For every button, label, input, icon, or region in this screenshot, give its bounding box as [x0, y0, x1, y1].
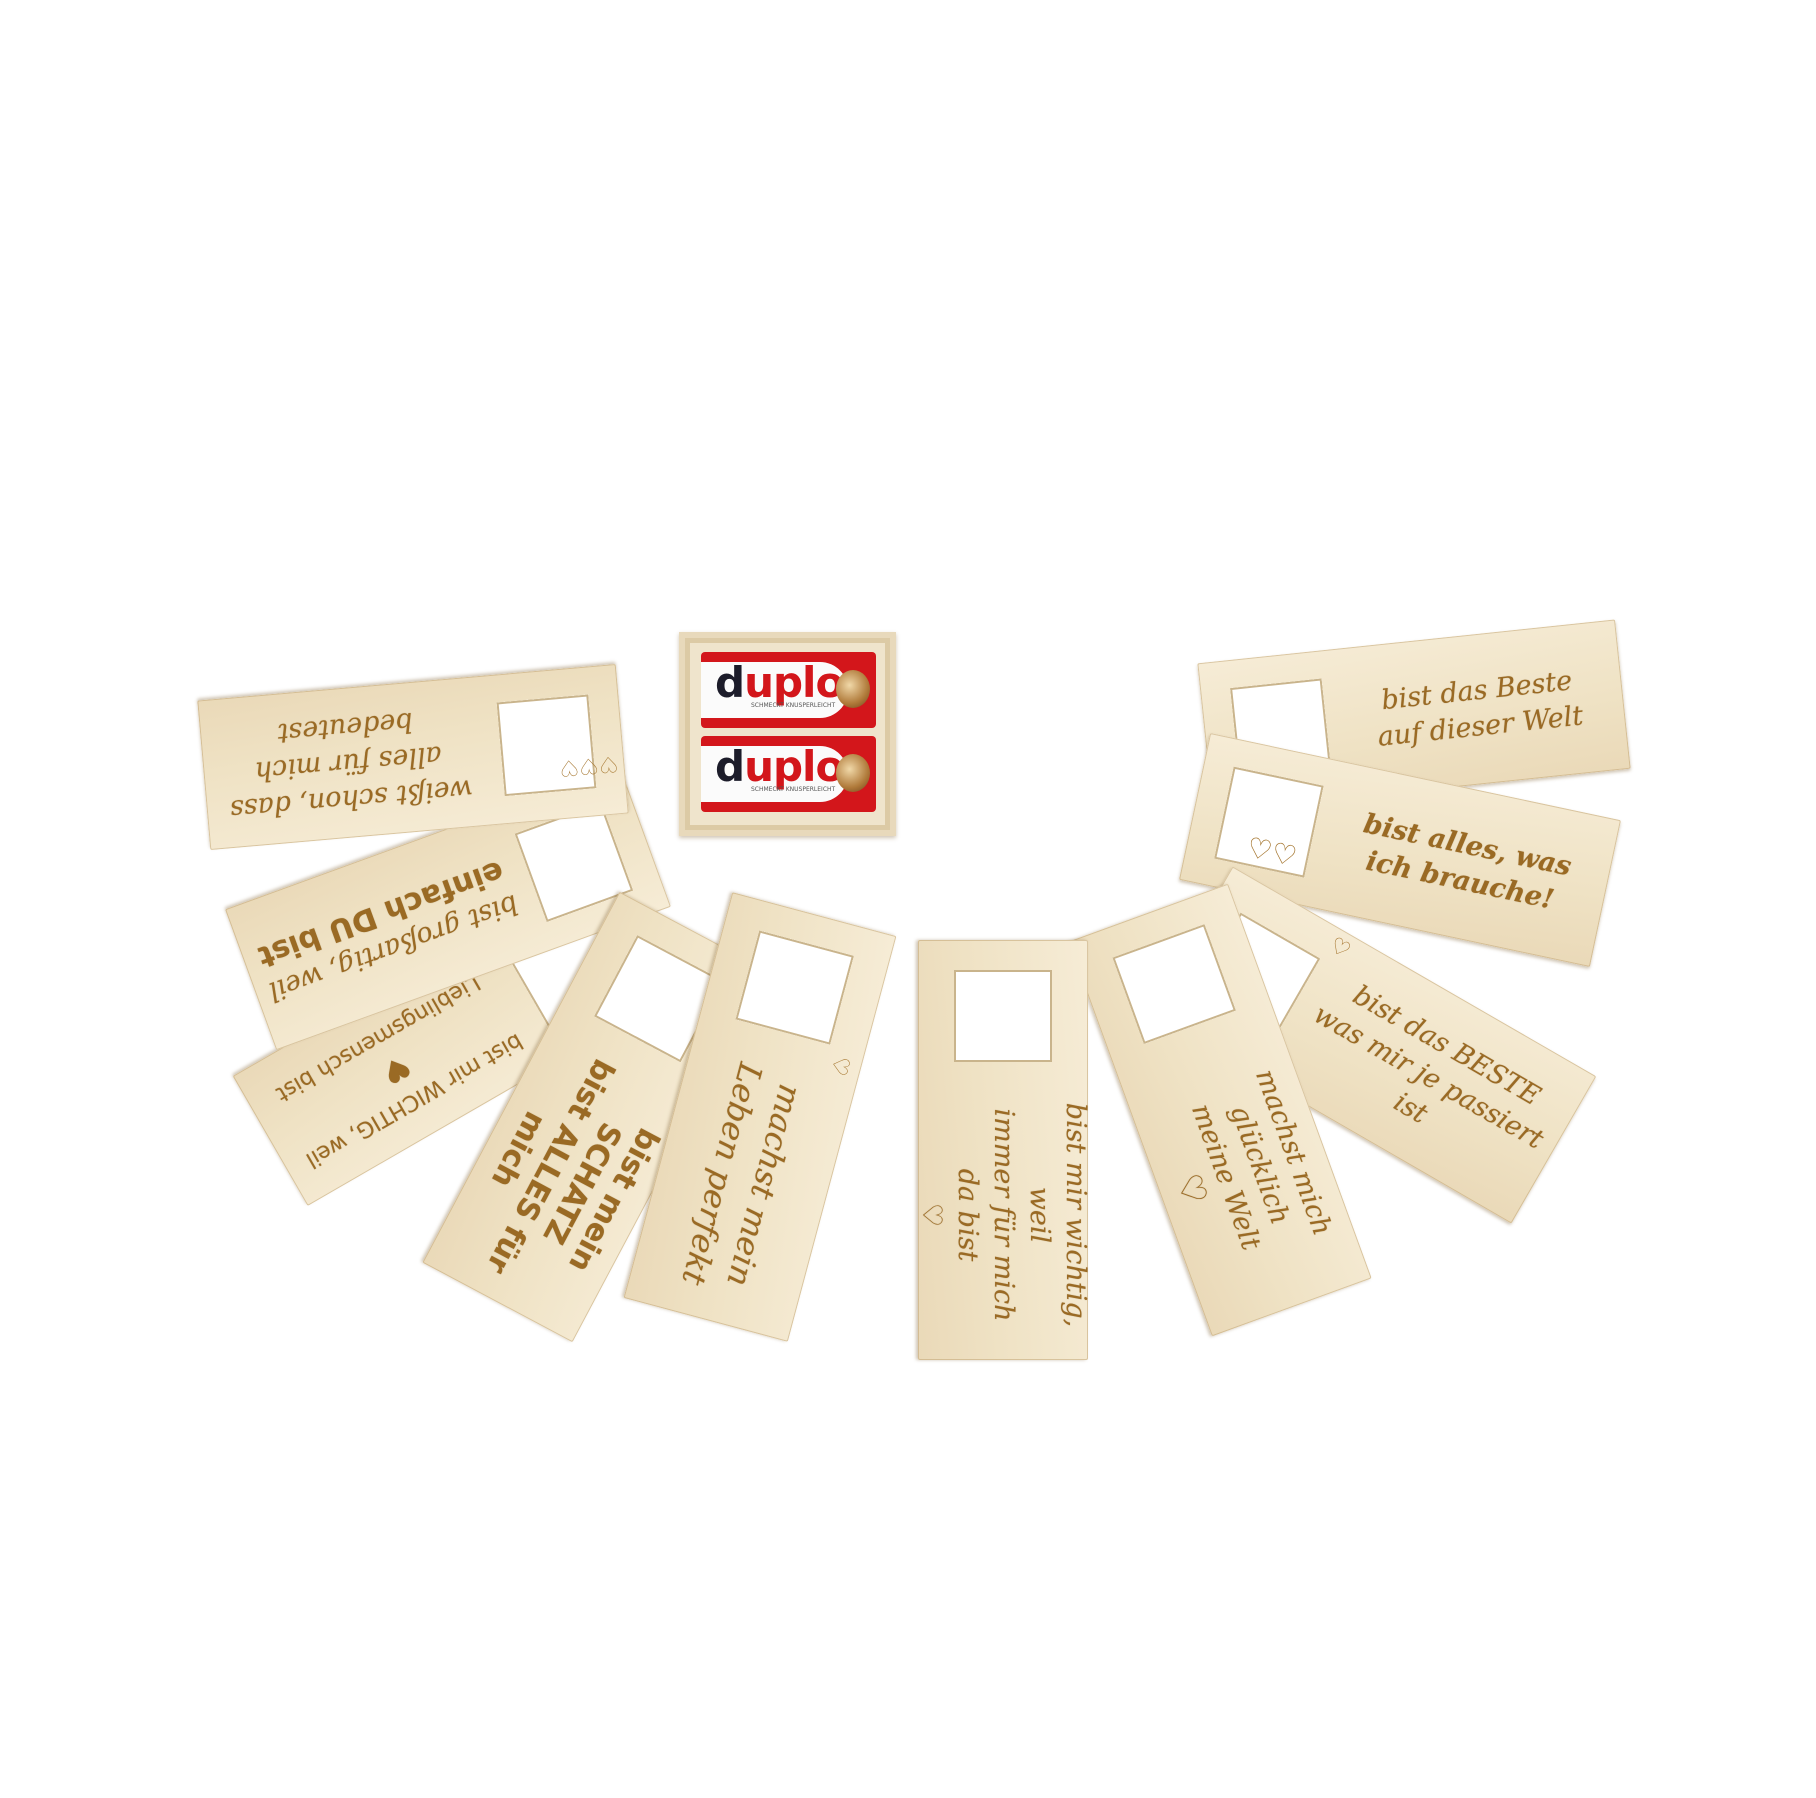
logo-letter: d — [715, 658, 745, 707]
wooden-gift-box: duplo SCHMECKT KNUSPERLEICHT duplo SCHME… — [679, 632, 896, 836]
card-window-cutout — [1112, 924, 1236, 1045]
logo-text: uplo — [744, 742, 844, 791]
duplo-logo: duplo — [715, 742, 844, 791]
card-line: bist mir wichtig, weil — [1024, 1102, 1091, 1328]
wrapper-band — [701, 662, 848, 718]
hearts-icon: ♡♡♡ — [558, 750, 619, 780]
logo-text: uplo — [744, 658, 844, 707]
duplo-logo: duplo — [715, 658, 844, 707]
card-line: immer für mich — [988, 1108, 1019, 1322]
wrapper-band — [701, 746, 848, 802]
hazelnut-image — [836, 754, 870, 792]
tagline: SCHMECKT KNUSPERLEICHT — [751, 702, 836, 709]
hazelnut-image — [836, 670, 870, 708]
duplo-bar: duplo SCHMECKT KNUSPERLEICHT — [701, 652, 876, 728]
heart-icon: ♡ — [916, 1202, 947, 1228]
card-window-cutout — [954, 970, 1052, 1062]
card-window-cutout — [735, 930, 854, 1045]
card-line: da bist — [952, 1168, 983, 1262]
duplo-bar: duplo SCHMECKT KNUSPERLEICHT — [701, 736, 876, 812]
tagline: SCHMECKT KNUSPERLEICHT — [751, 786, 836, 793]
logo-letter: d — [715, 742, 745, 791]
heart-icon: ♡ — [1167, 1168, 1216, 1211]
card-window-cutout — [496, 694, 597, 797]
